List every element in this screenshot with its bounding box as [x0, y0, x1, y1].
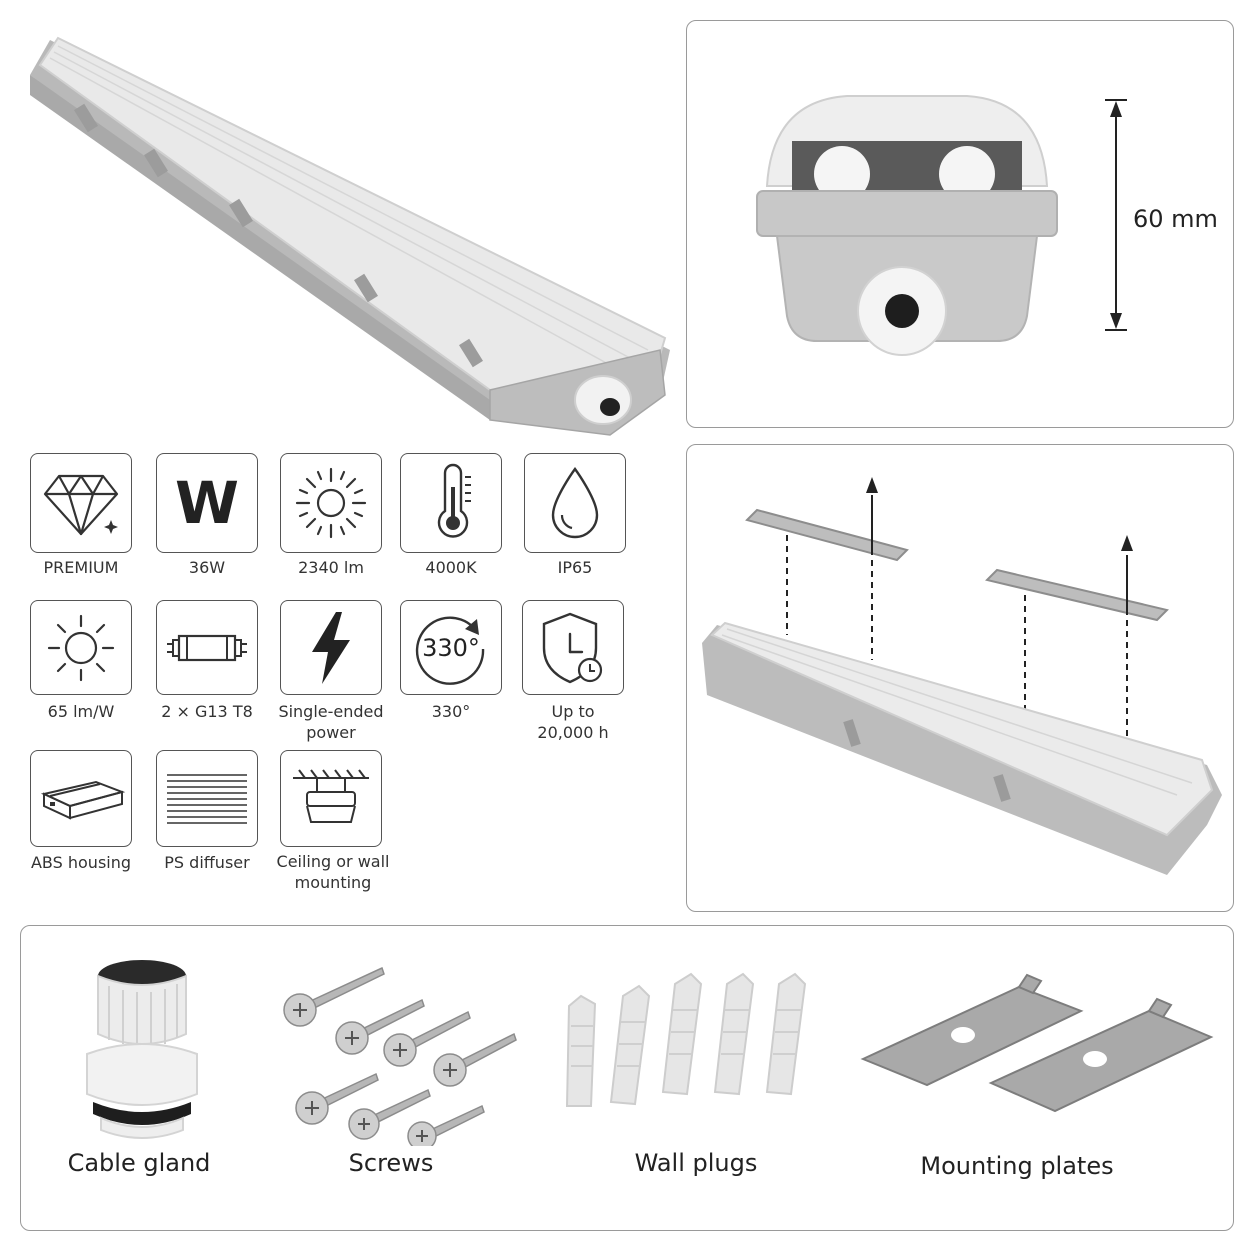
wall-plugs-image: [565, 972, 807, 1107]
feature-power-supply: [280, 600, 382, 695]
accessory-label-cable-gland: Cable gland: [67, 1149, 211, 1177]
feature-color-temperature: [400, 453, 502, 553]
feature-tube-type: [156, 600, 258, 695]
housing-icon: [40, 780, 126, 820]
feature-label: 2340 lm: [298, 558, 364, 577]
watt-icon: W: [175, 469, 239, 537]
feature-label: 330°: [431, 702, 471, 721]
cable-gland-image: [86, 960, 198, 1139]
feature-label: IP65: [557, 558, 593, 577]
feature-beam-angle: 330°: [400, 600, 502, 695]
sun-icon: [295, 467, 367, 539]
feature-diffuser: [156, 750, 258, 847]
feature-lifetime: [522, 600, 624, 695]
feature-label: Single-ended power: [278, 702, 384, 742]
luminaire-end-view-image: [756, 95, 1058, 356]
feature-label: PREMIUM: [43, 558, 119, 577]
feature-wattage: W: [156, 453, 258, 553]
mounting-plate-icon: [745, 508, 1169, 622]
feature-mounting: [280, 750, 382, 847]
luminaire-main-image: [30, 36, 670, 436]
accessory-label-screws: Screws: [348, 1149, 434, 1177]
rotation-icon: [415, 616, 485, 685]
feature-label: 4000K: [425, 558, 477, 577]
feature-label: ABS housing: [30, 853, 132, 872]
feature-housing: [30, 750, 132, 847]
feature-efficacy: [30, 600, 132, 695]
sun-outline-icon: [47, 614, 115, 681]
beam-angle-value: 330°: [422, 633, 480, 662]
dimension-arrow-icon: [1105, 99, 1127, 331]
shield-clock-icon: [542, 612, 603, 683]
water-drop-icon: [551, 466, 599, 539]
feature-label: 65 lm/W: [47, 702, 115, 721]
screws-image: [283, 966, 517, 1146]
feature-ip-rating: [524, 453, 626, 553]
accessory-label-mounting-plates: Mounting plates: [920, 1152, 1114, 1180]
mounting-plates-image: [860, 973, 1214, 1113]
diamond-icon: [43, 474, 119, 536]
feature-label: Ceiling or wall mounting: [276, 852, 390, 892]
height-dimension-label: 60 mm: [1133, 205, 1218, 233]
mounting-illustration: [702, 477, 1222, 875]
feature-premium: [30, 453, 132, 553]
accessories-panel: Cable gland Screws Wall plugs Mounting p…: [20, 925, 1234, 1231]
thermometer-icon: [437, 463, 471, 538]
feature-label: 36W: [188, 558, 226, 577]
feature-label: PS diffuser: [164, 853, 250, 872]
end-view-panel: 60 mm: [686, 20, 1234, 428]
tube-icon: [167, 634, 247, 661]
diffuser-icon: [167, 773, 247, 824]
mounting-panel: [686, 444, 1234, 912]
ceiling-mount-icon: [293, 768, 369, 823]
feature-label: Up to 20,000 h: [537, 702, 609, 742]
lightning-icon: [312, 611, 350, 684]
feature-label: 2 × G13 T8: [161, 702, 253, 721]
feature-lumen: [280, 453, 382, 553]
accessory-label-wall-plugs: Wall plugs: [634, 1149, 758, 1177]
